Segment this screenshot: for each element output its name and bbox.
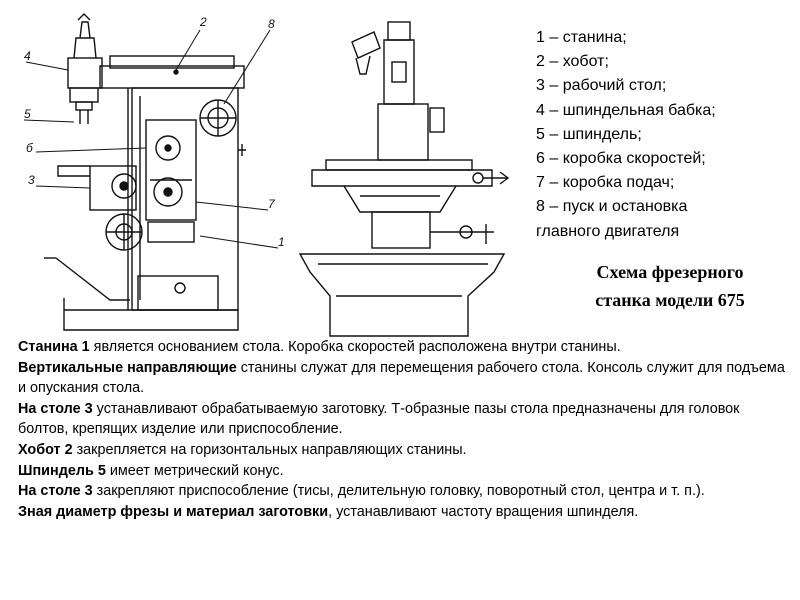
caption-line: Схема фрезерного	[596, 262, 744, 282]
description-text: Станина 1 является основанием стола. Кор…	[18, 337, 788, 522]
callout-1: 1	[278, 235, 285, 249]
paragraph: На столе 3 устанавливают обрабатываемую …	[18, 400, 740, 438]
bold-term: Станина 1	[18, 339, 90, 355]
legend-item: 7 – коробка подач;	[536, 174, 675, 192]
callout-7: 7	[268, 197, 276, 211]
paragraph: На столе 3 закрепляют приспособление (ти…	[18, 483, 705, 500]
paragraph: Зная диаметр фрезы и материал заготовки,…	[18, 503, 639, 520]
parts-legend: 1 – станина; 2 – хобот; 3 – рабочий стол…	[536, 26, 796, 244]
legend-item: 8 – пуск и остановка	[536, 198, 688, 216]
paragraph: Шпиндель 5 имеет метрический конус.	[18, 462, 284, 479]
paragraph: Вертикальные направляющие станины служат…	[18, 359, 785, 397]
bold-term: Зная диаметр фрезы и материал заготовки	[18, 503, 329, 520]
legend-item: 4 – шпиндельная бабка;	[536, 101, 716, 119]
callout-2: 2	[199, 15, 207, 29]
milling-machine-schematic: 4 5 б 3 2 8 7 1	[23, 13, 510, 337]
bold-term: На столе 3	[18, 483, 93, 500]
caption-line: станка модели 675	[595, 290, 745, 310]
legend-item: главного двигателя	[536, 222, 680, 240]
callout-8: 8	[268, 17, 275, 31]
bold-term: Вертикальные направляющие	[18, 359, 237, 376]
side-view-drawing	[23, 13, 279, 331]
paragraph: Хобот 2 закрепляется на горизонтальных н…	[18, 441, 467, 458]
diagram-caption: Схема фрезерного станка модели 675	[560, 258, 780, 314]
front-view-drawing	[298, 21, 510, 337]
legend-item: 3 – рабочий стол;	[536, 77, 667, 95]
bold-term: Шпиндель 5	[18, 462, 106, 479]
callout-6: б	[26, 141, 34, 155]
callout-4: 4	[24, 49, 31, 63]
legend-item: 6 – коробка скоростей;	[536, 150, 706, 168]
bold-term: Хобот 2	[18, 441, 73, 458]
callout-5: 5	[24, 107, 31, 121]
bold-term: На столе 3	[18, 400, 93, 417]
legend-item: 5 – шпиндель;	[536, 125, 642, 143]
legend-item: 2 – хобот;	[536, 53, 609, 71]
paragraph: Станина 1 является основанием стола. Кор…	[18, 339, 621, 355]
legend-item: 1 – станина;	[536, 29, 627, 46]
callout-3: 3	[28, 173, 35, 187]
